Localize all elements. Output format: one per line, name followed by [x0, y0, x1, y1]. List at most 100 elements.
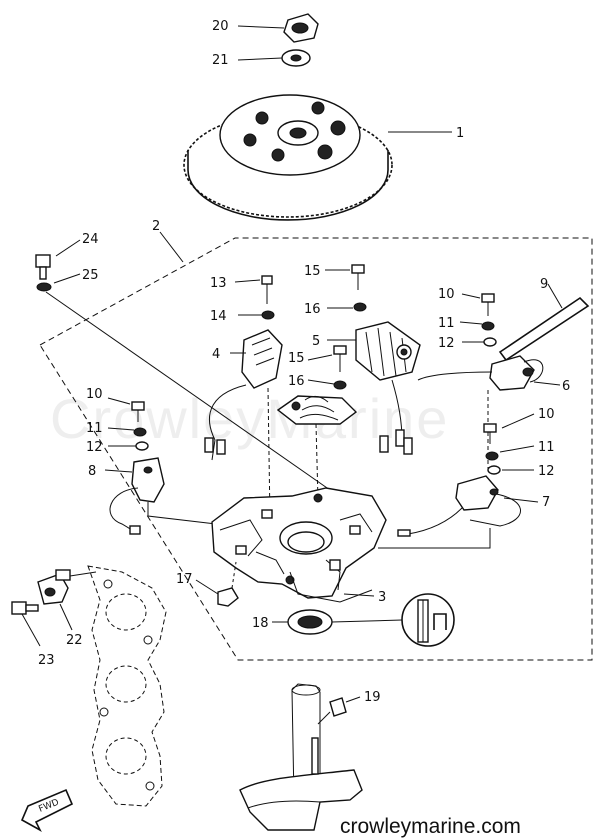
- connector-5b: [395, 429, 405, 447]
- washer-25: [36, 282, 52, 292]
- leader-19: [345, 696, 361, 703]
- leader-25: [53, 273, 81, 284]
- key-19: [329, 697, 347, 717]
- site-footer-text: crowleymarine.com: [340, 815, 521, 838]
- connector-5c: [403, 437, 413, 455]
- label-16-lower: 16: [288, 374, 305, 389]
- leader-11-right-top: [459, 321, 483, 325]
- screw-10-right-mid: [483, 423, 497, 444]
- label-11-right-top: 11: [438, 316, 455, 331]
- label-19: 19: [364, 690, 381, 705]
- clip-17: [217, 587, 239, 607]
- label-12-left: 12: [86, 440, 103, 455]
- label-7: 7: [542, 495, 550, 510]
- label-11-right-mid: 11: [538, 440, 555, 455]
- unit-6-wire: [417, 371, 493, 381]
- guide-line-24: [45, 291, 331, 491]
- washer-14: [261, 310, 275, 320]
- guide-17: [231, 561, 237, 589]
- label-13: 13: [210, 276, 227, 291]
- leader-9: [547, 283, 563, 309]
- leader-21: [237, 57, 283, 61]
- guide-8: [147, 502, 217, 525]
- lockwasher-12-right-mid: [487, 465, 501, 475]
- assembly-outline: [39, 237, 593, 661]
- seal-18: [287, 609, 333, 635]
- coil-8-terminal: [129, 525, 141, 535]
- screw-15-upper: [351, 264, 365, 290]
- cable-9: [498, 296, 590, 362]
- screw-10-right-top: [481, 293, 495, 316]
- key-19-guide: [317, 711, 331, 725]
- label-10-left: 10: [86, 387, 103, 402]
- unit-6-loop: [523, 359, 544, 383]
- leader-2: [159, 231, 184, 263]
- leader-17: [195, 579, 219, 595]
- label-6: 6: [562, 379, 570, 394]
- leader-6: [533, 381, 561, 386]
- ignition-coil-8: [131, 457, 165, 503]
- label-9: 9: [540, 277, 548, 292]
- coil-7-lead: [407, 507, 463, 535]
- screw-10-left: [131, 401, 145, 422]
- leader-10-left: [107, 397, 131, 405]
- crankshaft: [239, 683, 363, 831]
- label-10-right-top: 10: [438, 287, 455, 302]
- leader-10-right-mid: [501, 413, 535, 429]
- connector-5a: [379, 435, 389, 453]
- leader-11-left: [107, 427, 135, 431]
- washer-11-right-top: [481, 321, 495, 331]
- nut-20: [283, 13, 319, 43]
- label-11-left: 11: [86, 421, 103, 436]
- bolt-23: [11, 601, 39, 615]
- watermark-text: CrowleyMarine: [50, 387, 449, 450]
- leader-16-lower: [307, 379, 335, 385]
- label-1: 1: [456, 126, 464, 141]
- leader-13: [234, 279, 261, 283]
- leader-24: [55, 239, 81, 257]
- bracket-22: [37, 569, 71, 605]
- label-4: 4: [212, 347, 220, 362]
- lighting-coil: [276, 395, 358, 501]
- leader-22: [59, 603, 73, 631]
- unit-6: [489, 355, 535, 391]
- label-17: 17: [176, 572, 193, 587]
- leader-3: [343, 593, 375, 597]
- washer-11-left: [133, 427, 147, 437]
- label-15-upper: 15: [304, 264, 321, 279]
- label-16-upper: 16: [304, 302, 321, 317]
- ignition-coil-7: [455, 475, 499, 511]
- leader-7: [503, 497, 539, 503]
- base-plate-3: [211, 487, 387, 599]
- bracket-22-link: [69, 571, 97, 577]
- guide-7: [378, 528, 491, 549]
- lockwasher-12-left: [135, 441, 149, 451]
- pulser-coil-4: [241, 329, 283, 521]
- label-18: 18: [252, 616, 269, 631]
- coil-7-wire: [469, 493, 521, 527]
- washer-16-upper: [353, 302, 367, 312]
- label-8: 8: [88, 464, 96, 479]
- label-23: 23: [38, 653, 55, 668]
- leader-8: [104, 469, 133, 473]
- connector-4a: [204, 437, 214, 453]
- coil-4-wire: [209, 384, 247, 461]
- coil-8-wire: [109, 487, 139, 531]
- leader-15-lower: [307, 354, 333, 361]
- label-15-lower: 15: [288, 351, 305, 366]
- leader-10-right-top: [461, 293, 481, 299]
- screw-15-lower: [333, 345, 347, 372]
- coil-7-terminal: [397, 529, 411, 537]
- washer-16-lower: [333, 380, 347, 390]
- leader-3-bracket: [289, 571, 373, 603]
- label-3: 3: [378, 590, 386, 605]
- leader-11-right-mid: [499, 445, 535, 453]
- label-20: 20: [212, 19, 229, 34]
- leader-20: [237, 25, 285, 29]
- lockwasher-12-right-top: [483, 337, 497, 347]
- label-12-right-mid: 12: [538, 464, 555, 479]
- label-5: 5: [312, 334, 320, 349]
- washer-21: [281, 49, 311, 67]
- washer-11-right-mid: [485, 451, 499, 461]
